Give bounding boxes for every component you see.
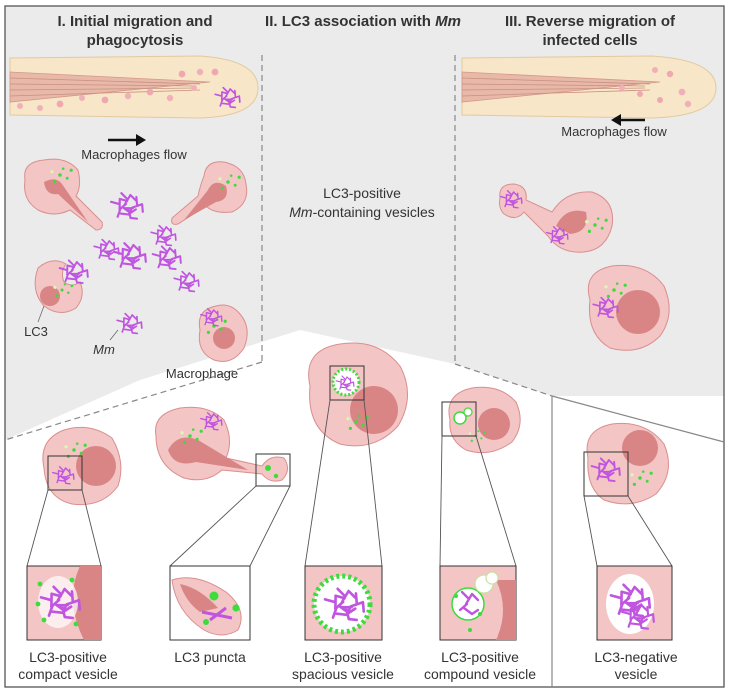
annotation-mm: Mm bbox=[93, 342, 115, 357]
section-one-title-line1: I. Initial migration and bbox=[57, 13, 212, 30]
arrow-right-icon bbox=[108, 134, 146, 146]
bottom-right-diagonal bbox=[551, 395, 725, 443]
caption-puncta-line1: LC3 puncta bbox=[174, 649, 246, 665]
center-label-line2: Mm-containing vesicles bbox=[289, 204, 435, 220]
zoom-box-4-source bbox=[441, 401, 477, 437]
caption-negative-line2: vesicle bbox=[615, 666, 658, 682]
section-divider-right-diagonal bbox=[454, 363, 553, 397]
arrow-left-icon bbox=[611, 114, 645, 126]
zoom-leader-lines bbox=[26, 399, 673, 567]
cell-puncta bbox=[155, 406, 288, 482]
zoom-box-3-source bbox=[329, 365, 365, 401]
section-three-title-line1: III. Reverse migration of bbox=[505, 13, 676, 30]
macrophage-elongated-right bbox=[171, 161, 248, 225]
annotation-lc3: LC3 bbox=[24, 324, 48, 339]
caption-spacious-line2: spacious vesicle bbox=[292, 666, 394, 682]
annotation-macrophage: Macrophage bbox=[166, 366, 238, 381]
section-two-title-italic: Mm bbox=[435, 13, 461, 30]
infected-cell-elongated bbox=[499, 183, 614, 253]
lc3-leader-line bbox=[37, 305, 45, 323]
caption-compact-line1: LC3-positive bbox=[29, 649, 107, 665]
center-label-rest: -containing vesicles bbox=[313, 204, 435, 220]
inset-negative-vesicle bbox=[596, 565, 673, 641]
infected-cell-round bbox=[587, 264, 670, 351]
section-three-title-line2: infected cells bbox=[542, 32, 637, 49]
macrophage-elongated-left bbox=[24, 158, 103, 231]
caption-negative-line1: LC3-negative bbox=[594, 649, 677, 665]
caption-compact-line2: compact vesicle bbox=[18, 666, 118, 682]
section-one-flow-label: Macrophages flow bbox=[81, 147, 187, 162]
caption-compound-line2: compound vesicle bbox=[424, 666, 536, 682]
section-divider-left-diagonal bbox=[4, 361, 263, 441]
inset-spacious-vesicle bbox=[304, 565, 383, 641]
zoom-box-2-source bbox=[255, 453, 291, 487]
zoom-box-1-source bbox=[47, 455, 83, 491]
mm-leader-line bbox=[109, 329, 119, 341]
figure-frame bbox=[4, 5, 725, 688]
inset-lc3-puncta bbox=[169, 565, 251, 641]
zoom-box-5-source bbox=[583, 451, 629, 497]
section-two-title-prefix: II. LC3 association with bbox=[265, 13, 435, 30]
section-three-flow-label: Macrophages flow bbox=[561, 124, 667, 139]
cell-compound-vesicle bbox=[448, 386, 521, 454]
caption-spacious-line1: LC3-positive bbox=[304, 649, 382, 665]
inset-compact-vesicle bbox=[26, 565, 102, 641]
center-label-line1: LC3-positive bbox=[323, 185, 401, 201]
center-label-italic: Mm bbox=[289, 204, 313, 220]
section-two-title: II. LC3 association with Mm bbox=[265, 13, 461, 30]
section-one-title-line2: phagocytosis bbox=[87, 32, 184, 49]
caption-compound-line1: LC3-positive bbox=[441, 649, 519, 665]
zebrafish-tail-right bbox=[461, 55, 717, 119]
inset-compound-vesicle bbox=[439, 565, 517, 641]
cell-spacious-vesicle bbox=[308, 342, 409, 447]
zebrafish-tail-left bbox=[9, 55, 259, 119]
